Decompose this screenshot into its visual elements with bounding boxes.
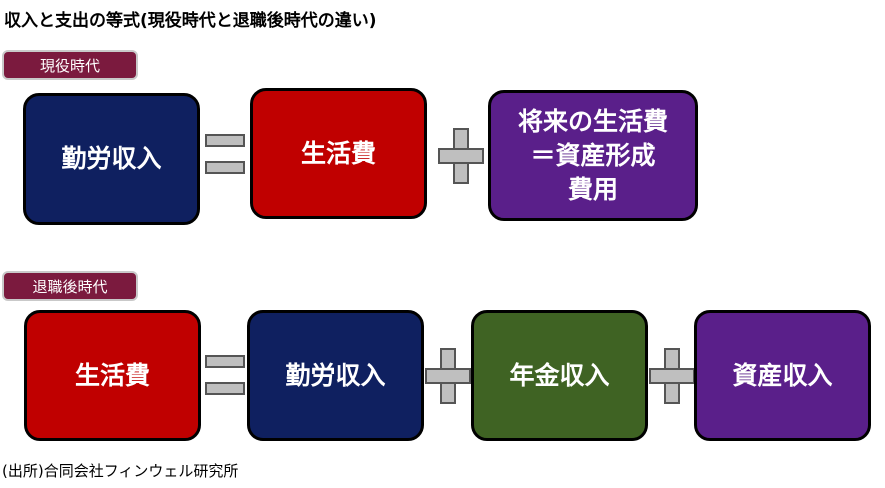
- plus-sign-2: [425, 348, 471, 404]
- box-label: 勤労収入: [61, 144, 162, 173]
- equals-bar-bottom: [205, 382, 245, 395]
- box-labor-income-1: 勤労収入: [23, 93, 200, 225]
- equals-bar-top: [205, 134, 245, 147]
- box-pension-income: 年金収入: [471, 310, 648, 441]
- box-label-line-1: 将来の生活費: [517, 106, 668, 136]
- plus-sign-3: [649, 348, 695, 404]
- box-living-expenses-2: 生活費: [24, 310, 201, 441]
- equals-sign-2: [205, 355, 245, 399]
- box-label: 年金収入: [509, 360, 610, 390]
- section-label-retirement: 退職後時代: [2, 271, 138, 301]
- box-label: 資産収入: [732, 360, 833, 390]
- plus-sign-1: [438, 128, 484, 184]
- box-label: 生活費: [300, 138, 376, 168]
- box-label-multiline: 将来の生活費 ＝資産形成 費用: [518, 105, 668, 207]
- box-living-expenses-1: 生活費: [250, 88, 427, 219]
- box-labor-income-2: 勤労収入: [247, 310, 424, 441]
- equals-bar-bottom: [205, 161, 245, 174]
- plus-center: [455, 150, 467, 162]
- plus-center: [442, 370, 454, 382]
- plus-center: [666, 370, 678, 382]
- box-future-living-expenses: 将来の生活費 ＝資産形成 費用: [488, 90, 698, 221]
- section-label-working: 現役時代: [2, 50, 138, 80]
- diagram-title: 収入と支出の等式(現役時代と退職後時代の違い): [4, 11, 377, 31]
- box-asset-income: 資産収入: [694, 310, 871, 441]
- source-note: (出所)合同会社フィンウェル研究所: [2, 462, 239, 480]
- box-label-line-3: 費用: [567, 174, 618, 204]
- box-label: 生活費: [74, 360, 150, 390]
- box-label: 勤労収入: [285, 360, 386, 390]
- box-label-line-2: ＝資産形成: [530, 140, 656, 170]
- equals-bar-top: [205, 355, 245, 368]
- equals-sign-1: [205, 134, 245, 178]
